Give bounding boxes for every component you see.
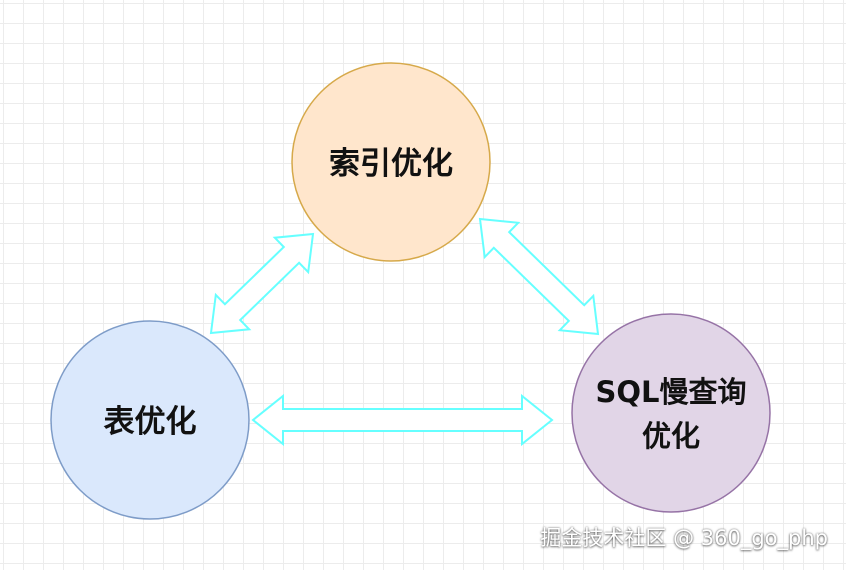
node-table-circle <box>50 320 250 520</box>
node-index-optimization[interactable]: 索引优化 <box>291 62 491 262</box>
node-sql-slow-query-optimization[interactable]: SQL慢查询 优化 <box>571 313 771 513</box>
node-sql-label-line1: SQL慢查询 <box>595 375 746 409</box>
node-sql-label-line2: 优化 <box>642 419 700 453</box>
arrow-table-index <box>209 232 315 335</box>
node-table-optimization[interactable]: 表优化 <box>50 320 250 520</box>
node-index-label: 索引优化 <box>329 146 453 182</box>
arrow-index-sql <box>478 217 600 336</box>
node-index-circle <box>291 62 491 262</box>
node-table-label: 表优化 <box>104 404 197 440</box>
node-sql-circle <box>571 313 771 513</box>
watermark-text: 掘金技术社区 @ 360_go_php <box>540 526 828 550</box>
arrow-table-sql <box>251 393 554 447</box>
